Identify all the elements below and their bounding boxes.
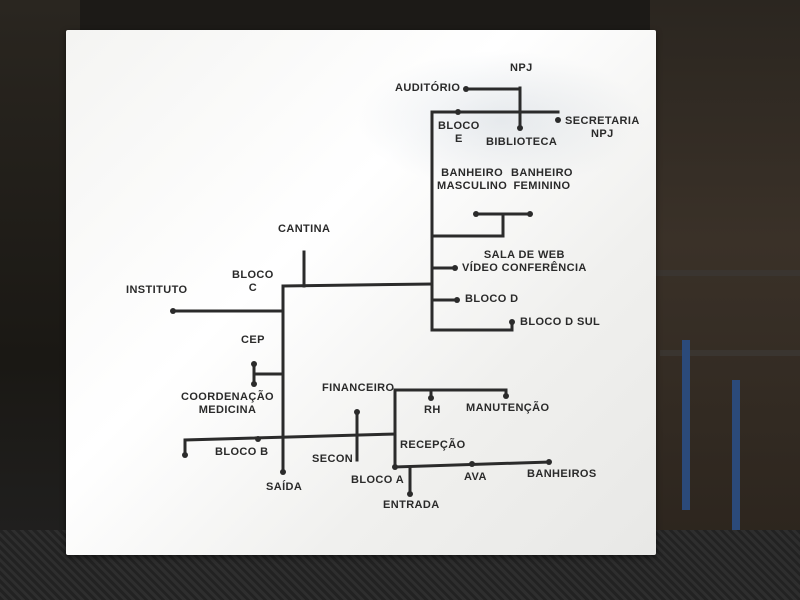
label-manutencao: MANUTENÇÃO xyxy=(466,402,550,414)
label-bloco-c: BLOCO C xyxy=(232,269,274,294)
node-dot xyxy=(354,409,360,415)
node-dot xyxy=(454,297,460,303)
node-dot xyxy=(251,381,257,387)
label-financeiro: FINANCEIRO xyxy=(322,382,395,394)
node-dot xyxy=(182,452,188,458)
node-dot xyxy=(555,117,561,123)
wood-beam xyxy=(660,350,800,356)
node-dot xyxy=(428,395,434,401)
label-secon: SECON xyxy=(312,453,354,465)
label-recepcao: RECEPÇÃO xyxy=(400,439,466,451)
label-bloco-d-sul: BLOCO D SUL xyxy=(520,316,601,328)
node-dot xyxy=(463,86,469,92)
label-banheiro-feminino: BANHEIRO FEMININO xyxy=(511,167,573,192)
node-dot xyxy=(546,459,552,465)
node-dot xyxy=(509,319,515,325)
branch-upper xyxy=(281,282,434,288)
panel-glare xyxy=(356,50,646,190)
label-cep: CEP xyxy=(241,334,265,346)
easel-leg xyxy=(732,380,740,540)
node-dot xyxy=(455,109,461,115)
node-dot xyxy=(170,308,176,314)
node-dot xyxy=(452,265,458,271)
label-saida: SAÍDA xyxy=(266,481,303,493)
branch-cep xyxy=(252,362,285,386)
wood-beam xyxy=(650,270,800,276)
label-biblioteca: BIBLIOTECA xyxy=(486,136,558,148)
branch-bloco-d-sul xyxy=(430,320,514,332)
node-dot xyxy=(255,436,261,442)
branch-lower xyxy=(183,432,397,457)
node-dot xyxy=(517,125,523,131)
branch-financeiro xyxy=(393,388,508,398)
node-dot xyxy=(251,361,257,367)
label-coordenacao-medicina: COORDENAÇÃO MEDICINA xyxy=(181,391,275,416)
label-entrada: ENTRADA xyxy=(383,499,440,511)
node-dot xyxy=(527,211,533,217)
label-banheiro-masculino: BANHEIRO MASCULINO xyxy=(437,167,508,192)
label-sala-web: SALA DE WEB VÍDEO CONFERÊNCIA xyxy=(462,249,587,274)
label-rh: RH xyxy=(424,404,441,416)
label-secretaria-npj: SECRETARIA NPJ xyxy=(565,115,640,140)
node-dot xyxy=(469,461,475,467)
branch-banheiros-top xyxy=(430,212,505,238)
label-cantina: CANTINA xyxy=(278,223,331,235)
label-bloco-e: BLOCO E xyxy=(438,120,480,145)
label-bloco-a: BLOCO A xyxy=(351,474,405,486)
label-banheiros: BANHEIROS xyxy=(527,468,597,480)
background-right xyxy=(650,0,800,600)
label-auditorio: AUDITÓRIO xyxy=(395,82,461,94)
label-ava: AVA xyxy=(464,471,487,483)
easel-leg xyxy=(682,340,690,510)
label-bloco-d: BLOCO D xyxy=(465,293,519,305)
node-dot xyxy=(407,491,413,497)
label-instituto: INSTITUTO xyxy=(126,284,188,296)
node-dot xyxy=(503,393,509,399)
node-dot xyxy=(473,211,479,217)
label-npj: NPJ xyxy=(510,62,533,74)
node-dot xyxy=(392,464,398,470)
node-dot xyxy=(280,469,286,475)
label-bloco-b: BLOCO B xyxy=(215,446,269,458)
